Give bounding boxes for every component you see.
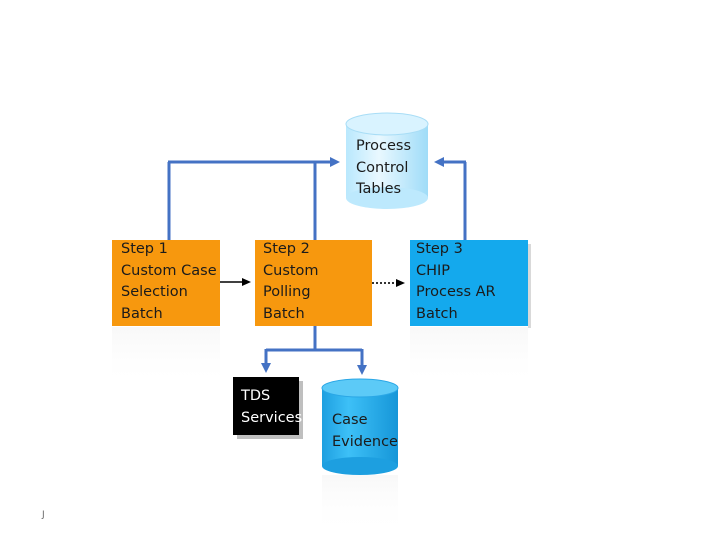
- footer-mark: J: [42, 510, 45, 520]
- reflections: [112, 327, 528, 535]
- tds-services-line-2: Services: [241, 409, 303, 426]
- process-control-tables-label: Process Control Tables: [356, 136, 411, 201]
- step1-line-1: Step 1: [121, 241, 168, 257]
- step1-label: Step 1 Custom Case Selection Batch: [121, 239, 217, 325]
- step2-line-2: Custom: [263, 262, 319, 279]
- step1-line-2: Custom Case: [121, 262, 217, 279]
- case-evidence-label: Case Evidence: [332, 410, 398, 453]
- step2-line-3: Polling: [263, 284, 311, 300]
- step2-line-1: Step 2: [263, 241, 310, 257]
- process-control-tables-line-3: Tables: [356, 181, 402, 197]
- step3-line-1: Step 3: [416, 241, 463, 257]
- step1-line-3: Selection: [121, 284, 188, 300]
- process-control-tables-line-1: Process: [356, 138, 412, 154]
- process-control-tables-line-2: Control: [356, 159, 409, 176]
- tds-services-box: [233, 377, 299, 435]
- connectors: [167, 157, 467, 375]
- tds-services-label: TDS Services: [241, 386, 302, 429]
- step3-shadow: [528, 244, 531, 328]
- case-evidence-line-1: Case: [332, 412, 368, 428]
- case-evidence-cylinder: [321, 378, 399, 475]
- step3-line-3: Process AR: [416, 284, 496, 300]
- step3-label: Step 3 CHIP Process AR Batch: [416, 239, 496, 325]
- tds-services-line-1: TDS: [241, 388, 271, 404]
- step2-box: [255, 240, 372, 326]
- step3-line-2: CHIP: [416, 262, 451, 279]
- case-evidence-line-2: Evidence: [332, 433, 398, 450]
- step1-line-4: Batch: [121, 305, 163, 322]
- step1-box: [112, 240, 220, 326]
- step3-line-4: Batch: [416, 305, 458, 322]
- step2-label: Step 2 Custom Polling Batch: [263, 239, 319, 325]
- step3-box: [410, 240, 528, 326]
- process-control-tables-cylinder: [345, 112, 429, 209]
- step2-line-4: Batch: [263, 305, 305, 322]
